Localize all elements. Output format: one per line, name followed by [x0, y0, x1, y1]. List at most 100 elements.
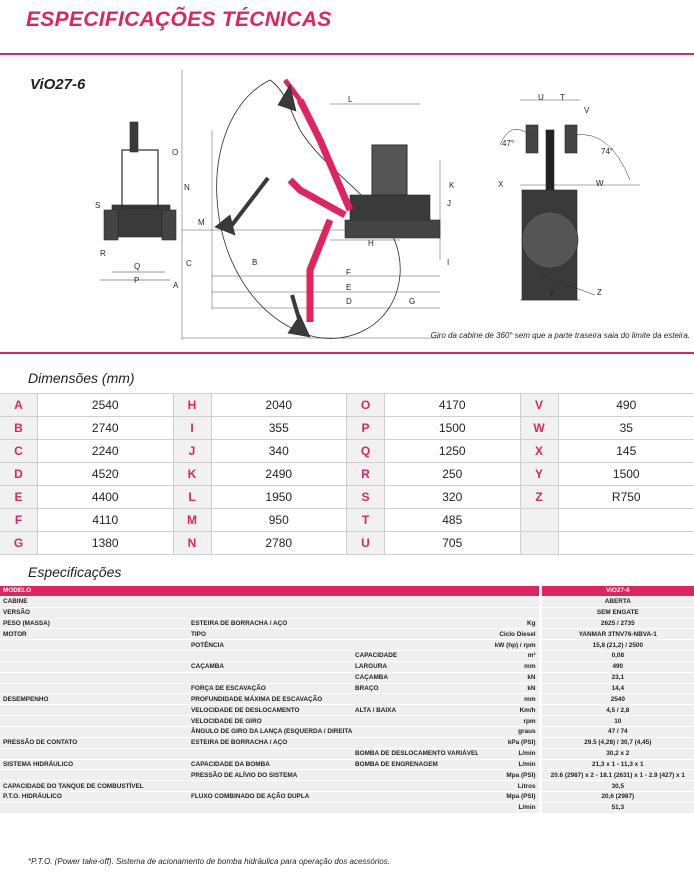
spec-value: YANMAR 3TNV76-NBVA-1	[538, 628, 694, 641]
dimension-value: 4170	[438, 398, 466, 412]
spec-cell-c2: CAPACIDADE DA BOMBA	[188, 759, 352, 771]
dim-label: H	[368, 239, 374, 248]
spec-cell-c1	[0, 726, 188, 738]
spec-value: 10	[538, 715, 694, 727]
spec-cell-c1: SISTEMA HIDRÁULICO	[0, 759, 188, 771]
spec-cell-c1: PRESSÃO DE CONTATO	[0, 737, 188, 749]
dimensions-title: Dimensões (mm)	[28, 370, 135, 386]
spec-value: 29.5 (4,28) / 30,7 (4,45)	[538, 737, 694, 749]
spec-cell-c4: Kg	[478, 618, 541, 630]
dim-label: I	[447, 258, 449, 267]
specs-header-model: ViO27-6	[538, 586, 694, 597]
dim-label: D	[346, 297, 352, 306]
spec-cell-c1: CABINE	[0, 596, 188, 608]
dimension-value: 340	[268, 444, 289, 458]
dimension-value: 1500	[612, 467, 640, 481]
spec-cell-c2: POTÊNCIA	[188, 639, 352, 652]
dimension-letter: B	[0, 417, 38, 439]
spec-cell-c4: mm	[478, 693, 541, 706]
spec-value: 30,5	[538, 780, 694, 793]
dimension-value: 320	[442, 490, 463, 504]
spec-cell-c3: CAÇAMBA	[352, 672, 478, 684]
dim-label: X	[498, 180, 504, 189]
dimension-letter: H	[173, 394, 212, 416]
dimension-value: 2740	[91, 421, 119, 435]
dimension-letter: L	[173, 486, 212, 508]
dimension-letter: D	[0, 463, 38, 485]
dim-label: Q	[134, 262, 140, 271]
dimension-value: 2540	[91, 398, 119, 412]
model-title: ViO27-6	[30, 76, 86, 93]
spec-cell-c3	[352, 596, 478, 608]
spec-cell-c4: kN	[478, 683, 541, 695]
dimension-letter: W	[520, 417, 559, 439]
spec-cell-c3	[352, 607, 478, 619]
dim-label: 74°	[601, 147, 613, 156]
spec-cell-c1: VERSÃO	[0, 607, 188, 619]
dimension-letter	[520, 532, 559, 554]
dimension-cell	[520, 509, 694, 531]
spec-cell-c2: ESTEIRA DE BORRACHA / AÇO	[188, 737, 352, 749]
spec-cell-c2: CAÇAMBA	[188, 661, 352, 673]
spec-value: 0,08	[538, 650, 694, 662]
side-view-drawing	[181, 70, 441, 340]
spec-cell-c1	[0, 748, 188, 760]
spec-value: 2540	[538, 693, 694, 706]
dimension-value: 250	[442, 467, 463, 481]
dim-label: G	[409, 297, 415, 306]
spec-value: 490	[538, 661, 694, 673]
dimension-value: 705	[442, 536, 463, 550]
dimension-letter: F	[0, 509, 38, 531]
spec-cell-c4	[478, 607, 541, 619]
spec-value: SEM ENGATE	[538, 607, 694, 619]
spec-cell-c2: VELOCIDADE DE GIRO	[188, 715, 352, 727]
dimension-letter: P	[347, 417, 385, 439]
dimension-value: 4520	[91, 467, 119, 481]
dim-label: U	[538, 93, 544, 102]
dimension-letter: O	[347, 394, 385, 416]
dim-label: T	[560, 93, 565, 102]
dimension-letter: J	[173, 440, 212, 462]
spec-cell-c3	[352, 628, 478, 641]
spec-cell-c2: FLUXO COMBINADO DE AÇÃO DUPLA	[188, 791, 352, 803]
spec-cell-c2: PRESSÃO DE ALÍVIO DO SISTEMA	[188, 769, 352, 782]
dimension-letter: S	[347, 486, 385, 508]
dimension-letter: E	[0, 486, 38, 508]
spec-cell-c1	[0, 650, 188, 662]
dimension-value: 4110	[92, 513, 119, 527]
dim-label: L	[348, 95, 353, 104]
spec-cell-c2: ESTEIRA DE BORRACHA / AÇO	[188, 618, 352, 630]
dimension-letter: T	[347, 509, 385, 531]
spec-cell-c4: kW (hp) / rpm	[478, 639, 541, 652]
dim-label: E	[346, 283, 351, 292]
spec-cell-c4: graus	[478, 726, 541, 738]
dimension-cell: F 4110	[0, 509, 174, 531]
technical-drawing: L O N K J H I F E D G M C B A S R Q P U …	[95, 70, 640, 340]
dim-label: W	[596, 179, 604, 188]
spec-cell-c3	[352, 715, 478, 727]
spec-value: 51,3	[538, 802, 694, 814]
dimension-value: 2040	[265, 398, 293, 412]
dimension-cell: S 320	[347, 486, 521, 508]
